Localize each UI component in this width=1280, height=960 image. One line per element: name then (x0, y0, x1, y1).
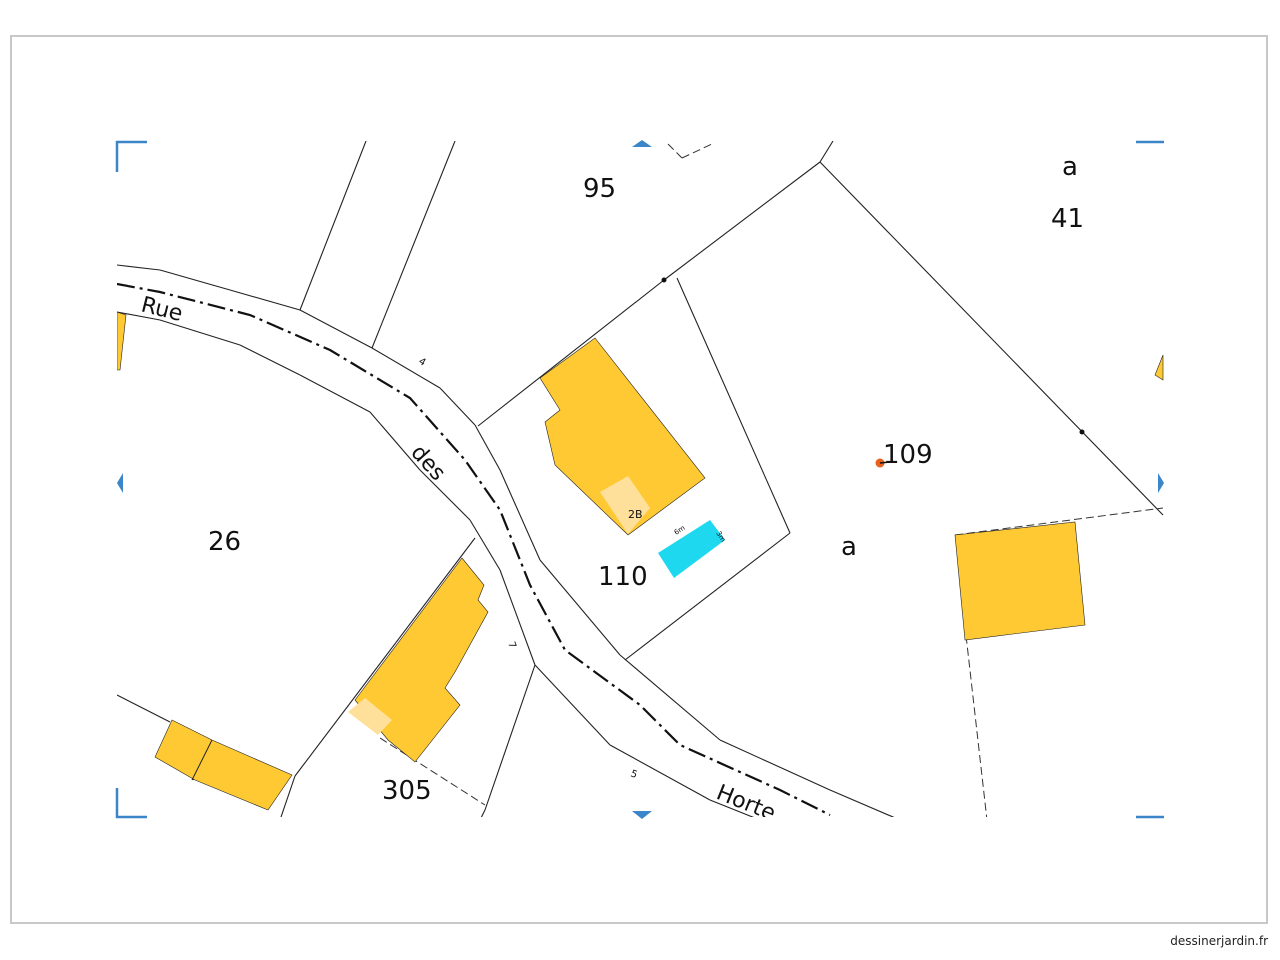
edge-marker-top (632, 140, 652, 147)
building-right (954, 521, 1086, 641)
house-number-4: 4 (417, 356, 428, 369)
building-lower (354, 557, 489, 763)
parcel-label-41: 41 (1051, 204, 1084, 234)
edge-marker-bottom (632, 811, 652, 819)
pool-dimension-label: 6m (673, 524, 687, 537)
building-label-2b: 2B (628, 508, 643, 521)
building-left-edge (117, 311, 127, 371)
street-name-des: des (406, 440, 451, 486)
street-axis (117, 282, 831, 816)
building-main (539, 337, 706, 536)
edge-marker-right (1158, 473, 1164, 493)
corner-marker-bottom-left (115, 788, 147, 819)
parcel-label-a-top: a (1062, 152, 1078, 182)
parcel-label-26: 26 (208, 527, 241, 557)
parcel-label-305: 305 (382, 776, 432, 806)
boundary-point (1079, 429, 1085, 435)
parcel-label-a-mid: a (841, 532, 857, 562)
parcel-label-110: 110 (598, 562, 648, 592)
house-number-7: 7 (505, 640, 518, 650)
pool (658, 520, 725, 578)
building-left-bottom (154, 719, 293, 811)
map-content: 95 a 41 109 a 110 26 305 2B 6m 3m 4 7 5 … (117, 141, 1164, 826)
buildings (117, 311, 1164, 811)
house-number-5: 5 (629, 768, 639, 781)
frame-edge-markers (117, 140, 1164, 819)
building-annex (600, 476, 650, 534)
boundary-point (661, 277, 667, 283)
edge-marker-left (117, 473, 123, 493)
parcel-label-95: 95 (583, 174, 616, 204)
dashed-boundaries (379, 143, 1164, 817)
frame-corner-markers (115, 140, 1164, 819)
building-right-edge (1154, 354, 1164, 381)
building-lower-annex (348, 698, 392, 735)
site-credit[interactable]: dessinerjardin.fr (1170, 934, 1268, 948)
street-name-horte: Horte (713, 780, 779, 826)
corner-marker-top-left (115, 140, 147, 172)
parcel-label-109: 109 (883, 440, 933, 470)
